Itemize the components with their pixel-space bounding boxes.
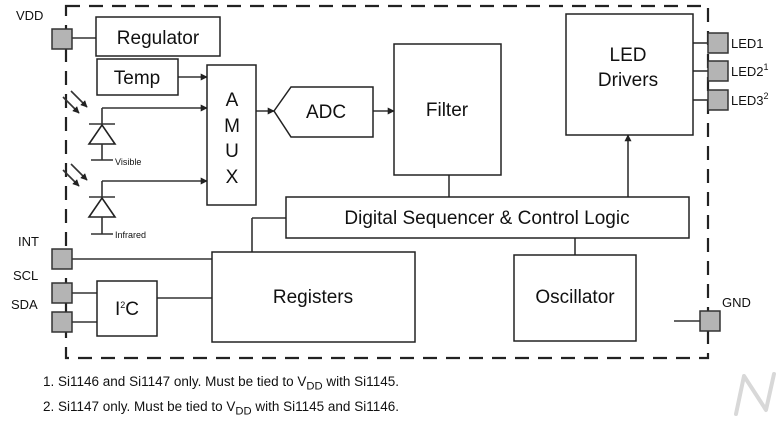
svg-text:Drivers: Drivers (598, 70, 658, 91)
svg-text:INT: INT (18, 234, 39, 249)
temp-block: Temp (96, 58, 179, 96)
int-pin: INT (18, 234, 73, 270)
vdd-pin: VDD (16, 8, 73, 50)
svg-text:Regulator: Regulator (117, 28, 200, 49)
svg-text:LED1: LED1 (731, 36, 764, 51)
footnote-2: 2. Si1147 only. Must be tied to VDD with… (43, 398, 399, 418)
svg-text:Temp: Temp (114, 68, 160, 89)
regulator-block: Regulator (95, 16, 221, 57)
svg-text:Infrared: Infrared (115, 230, 146, 240)
adc-block: ADC (273, 86, 374, 138)
scl-pin: SCL (13, 268, 73, 304)
svg-text:LED21: LED21 (731, 62, 769, 79)
chip-outline (64, 4, 710, 360)
svg-text:Registers: Registers (273, 287, 353, 308)
svg-text:Visible: Visible (115, 157, 141, 167)
svg-text:Digital Sequencer & Control Lo: Digital Sequencer & Control Logic (344, 208, 629, 229)
sda-pin: SDA (11, 297, 73, 333)
svg-text:X: X (226, 167, 239, 188)
gnd-pin: GND (699, 295, 751, 332)
svg-text:U: U (225, 141, 239, 162)
svg-text:SDA: SDA (11, 297, 38, 312)
amux-block: A M U X (206, 64, 257, 206)
svg-text:GND: GND (722, 295, 751, 310)
svg-text:LED32: LED32 (731, 91, 769, 108)
svg-text:A: A (226, 90, 239, 111)
watermark-mark (734, 372, 776, 416)
footnote-1: 1. Si1146 and Si1147 only. Must be tied … (43, 374, 399, 393)
svg-text:VDD: VDD (16, 8, 43, 23)
sequencer-block: Digital Sequencer & Control Logic (285, 196, 690, 239)
svg-text:SCL: SCL (13, 268, 38, 283)
filter-block: Filter (393, 43, 502, 176)
led-drivers-block: LED Drivers (565, 13, 694, 136)
registers-block: Registers (211, 251, 416, 343)
svg-text:M: M (224, 116, 240, 137)
visible-photodiode: Visible (62, 90, 141, 167)
led1-pin: LED1 (707, 32, 764, 54)
led2-pin: LED21 (707, 60, 769, 82)
led3-pin: LED32 (707, 89, 769, 111)
oscillator-block: Oscillator (513, 254, 637, 342)
svg-text:LED: LED (610, 45, 647, 66)
svg-text:Filter: Filter (426, 100, 469, 121)
infrared-photodiode: Infrared (62, 163, 146, 240)
svg-text:I2C: I2C (115, 299, 139, 320)
svg-text:ADC: ADC (306, 102, 346, 123)
i2c-block: I2C (96, 280, 158, 337)
wires (72, 37, 708, 323)
svg-text:Oscillator: Oscillator (535, 287, 615, 308)
footnotes: 1. Si1146 and Si1147 only. Must be tied … (43, 372, 399, 421)
